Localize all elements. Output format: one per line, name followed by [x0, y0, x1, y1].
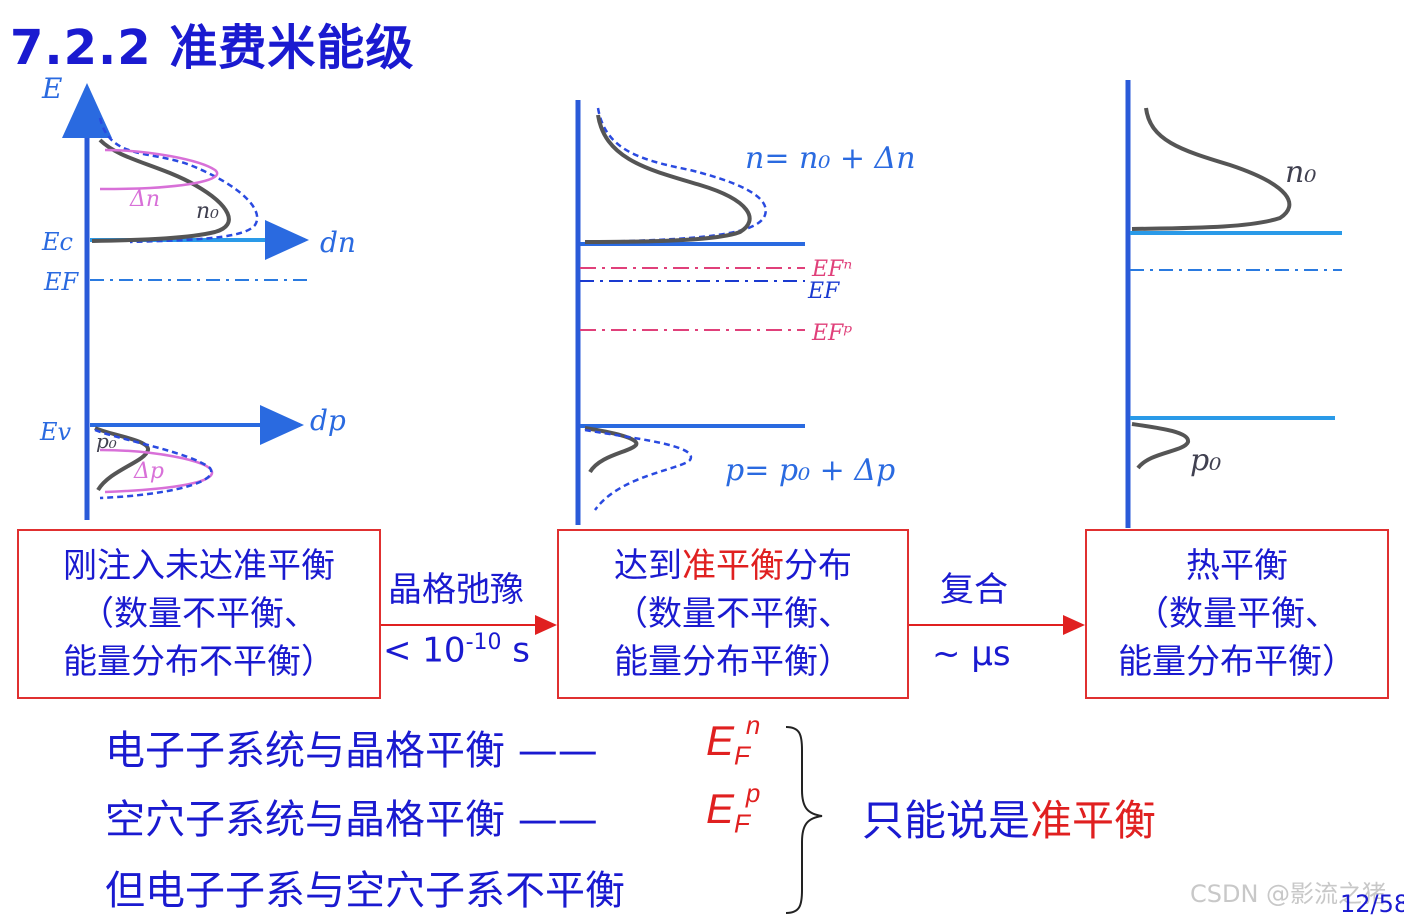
- panel-3-thermal-equilibrium: n₀ p₀: [1128, 80, 1342, 528]
- panel-2-quasi-equilibrium: n= n₀ + Δn p= p₀ + Δp EFⁿ EF EFᵖ: [578, 100, 916, 525]
- delta-p-label: Δp: [133, 459, 164, 484]
- efp-label: EFᵖ: [811, 321, 852, 346]
- ev-label: Ev: [39, 418, 72, 446]
- box-line: （数量不平衡、: [80, 590, 318, 638]
- efp-symbol: EFp: [706, 784, 764, 839]
- box-line: 能量分布不平衡）: [63, 638, 335, 686]
- box-line: 能量分布平衡）: [1118, 638, 1356, 686]
- p0-hole-curve: [1132, 424, 1188, 468]
- nonequilibrium-statement: 但电子子系与空穴子系不平衡: [105, 858, 625, 916]
- ec-label: Ec: [41, 228, 73, 256]
- p-hole-curve: [585, 428, 636, 472]
- n0-label: n₀: [1285, 155, 1316, 190]
- n0-electron-curve: [1132, 108, 1289, 229]
- ef-label: EF: [43, 268, 80, 296]
- box-line: （数量平衡、: [1135, 590, 1339, 638]
- delta-n-label: Δn: [129, 187, 160, 212]
- p0-label: p₀: [96, 429, 117, 453]
- hole-statement: 空穴子系统与晶格平衡 ——: [105, 787, 598, 845]
- panel-1-initial-injection: E Ec EF Ev dn dp Δn n₀ p₀ Δp: [39, 72, 356, 520]
- dn-label: dn: [320, 226, 356, 259]
- e-axis-label: E: [41, 72, 62, 105]
- total-electron-curve: [585, 108, 766, 242]
- conclusion: 只能说是准平衡: [862, 787, 1156, 848]
- n-equation: n= n₀ + Δn: [745, 141, 916, 176]
- dp-label: dp: [310, 404, 346, 437]
- state-box-quasi-equilibrium: 达到准平衡分布 （数量不平衡、 能量分布平衡）: [557, 529, 909, 699]
- relaxation-time-label: < 10-10 s: [383, 630, 530, 670]
- box-line: 刚注入未达准平衡: [63, 542, 335, 590]
- page-number: 12/58: [1340, 890, 1404, 918]
- relaxation-label: 晶格弛豫: [388, 562, 524, 611]
- box-line: 能量分布平衡）: [614, 638, 852, 686]
- recombination-label: 复合: [940, 562, 1008, 611]
- box-line: 达到准平衡分布: [614, 542, 852, 590]
- n0-label: n₀: [196, 199, 219, 224]
- total-electron-curve: [100, 118, 257, 242]
- box-line: （数量不平衡、: [614, 590, 852, 638]
- n-electron-curve: [585, 115, 750, 242]
- box-line: 热平衡: [1186, 542, 1288, 590]
- electron-statement: 电子子系统与晶格平衡 ——: [105, 718, 598, 776]
- state-box-initial: 刚注入未达准平衡 （数量不平衡、 能量分布不平衡）: [17, 529, 381, 699]
- p0-label: p₀: [1190, 443, 1221, 478]
- efn-symbol: EFn: [706, 716, 764, 771]
- right-brace: [786, 727, 822, 913]
- state-box-thermal-equilibrium: 热平衡 （数量平衡、 能量分布平衡）: [1085, 529, 1389, 699]
- p-equation: p= p₀ + Δp: [725, 453, 895, 488]
- ef-label: EF: [807, 279, 840, 304]
- recombination-time-label: ~ μs: [932, 634, 1011, 674]
